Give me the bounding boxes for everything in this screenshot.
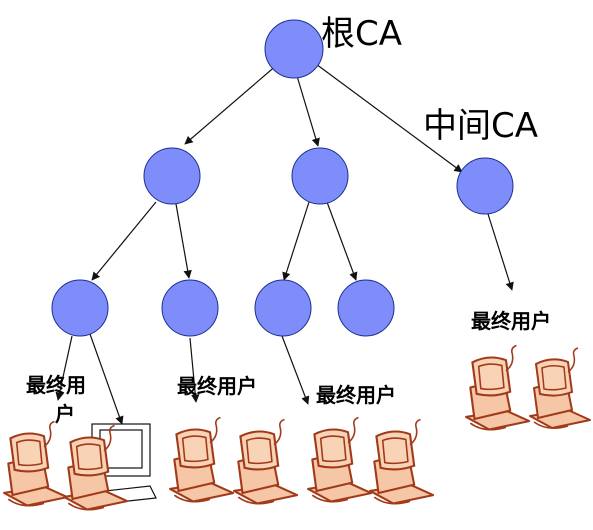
root-ca-label: 根CA [321,14,402,54]
intermediate-ca-label: 中间CA [423,106,538,146]
edge-ca3-user [487,213,514,291]
edge-ca2-leaf3 [282,201,310,281]
edge-ca2-leaf4 [326,201,358,281]
edge-leaf1-user-a [55,335,73,401]
tree-nodes [51,19,514,337]
edge-root-ca2 [296,75,320,147]
edge-root-ca1 [184,63,279,145]
edge-leaf1-user-b [89,333,124,425]
end-user-label-3: 最终用户 [316,383,396,407]
edge-leaf3-user [281,335,310,405]
edge-root-ca3 [315,63,463,173]
edge-ca1-leaf2 [175,203,192,279]
intermediate-ca-node-2 [291,147,349,205]
end-user-label-2: 最终用户 [177,374,257,398]
intermediate-ca-node-3 [456,157,514,215]
end-user-label-1: 最终用 户 [26,373,86,426]
leaf-ca-node-4 [337,279,395,337]
intermediate-ca-node-1 [143,147,201,205]
edge-ca1-leaf1 [91,201,157,281]
computer-cluster-icon-4 [465,344,591,431]
end-user-label-4: 最终用户 [471,309,551,333]
end-user-label-1-line1: 最终用 [26,373,86,397]
root-ca-node [264,19,324,79]
computer-cluster-icon-3 [307,416,435,505]
end-user-label-1-line2: 户 [55,402,75,426]
edge-leaf2-user [189,337,200,403]
leaf-ca-node-1 [51,279,109,337]
computer-cluster-icon-2 [169,416,299,505]
leaf-ca-node-3 [254,279,312,337]
leaf-ca-node-2 [161,279,219,337]
tree-edges [55,63,514,425]
